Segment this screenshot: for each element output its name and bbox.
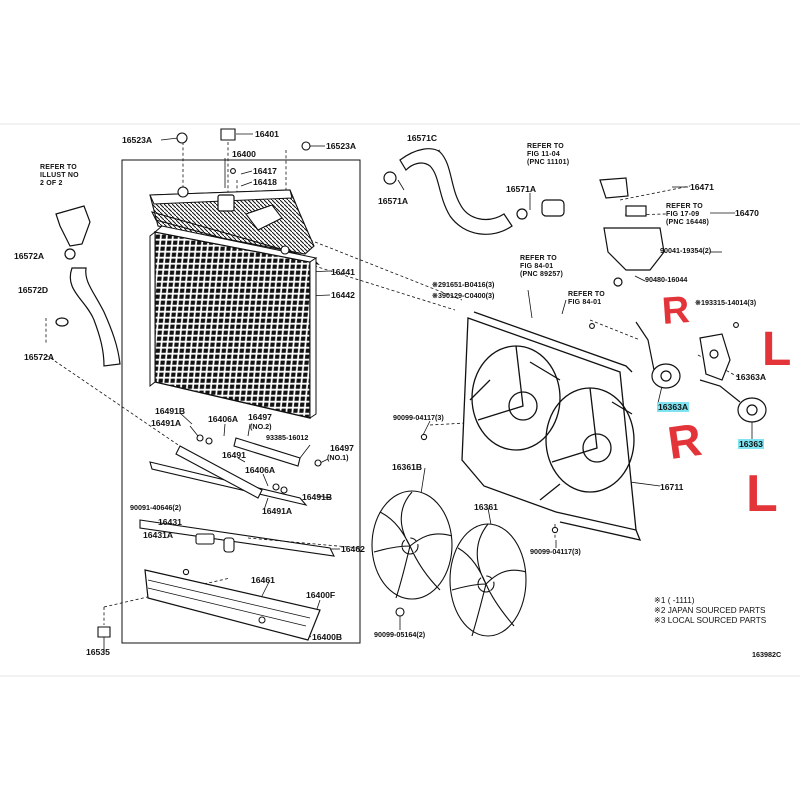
part-16418: 16418 xyxy=(253,177,277,187)
part-16497-top: 16497 xyxy=(248,412,272,422)
fan-blade-right xyxy=(449,523,527,637)
part-90480-16044: 90480-16044 xyxy=(645,275,688,284)
part-16571a-left: 16571A xyxy=(378,196,409,206)
part-16361b: 16361B xyxy=(392,462,423,472)
part-16363a-bracket: 16363A xyxy=(736,372,767,382)
frame-corner-left xyxy=(2,671,8,679)
part-16406a-bottom: 16406A xyxy=(245,465,276,475)
drain-cock xyxy=(182,533,235,576)
part-16491: 16491 xyxy=(222,450,246,460)
part-16363: 16363 xyxy=(738,439,764,449)
part-16491a-top: 16491A xyxy=(151,418,182,428)
refer-fig-84-01-note-a: REFER TO FIG 84-01 (PNC 89257) xyxy=(520,255,564,279)
part-16363a-highlight: 16363A xyxy=(657,402,690,412)
radiator-lower-tank xyxy=(144,569,321,641)
footnote-2: ※2 JAPAN SOURCED PARTS xyxy=(654,606,766,615)
part-16401: 16401 xyxy=(255,129,279,139)
part-16400b: 16400B xyxy=(312,632,343,642)
reservoir-tank xyxy=(599,177,665,287)
part-16417: 16417 xyxy=(253,166,277,176)
part-16497-bottom: 16497 xyxy=(330,443,354,453)
part-16431: 16431 xyxy=(158,517,182,527)
part-16711: 16711 xyxy=(660,482,684,492)
part-16431a: 16431A xyxy=(143,530,174,540)
fan-shroud xyxy=(461,311,642,541)
part-16523a-right: 16523A xyxy=(326,141,357,151)
part-16406a-top: 16406A xyxy=(208,414,239,424)
part-16441: 16441 xyxy=(331,267,355,277)
part-90041-19354: 90041-19354(2) xyxy=(660,246,712,255)
part-16491b-bottom: 16491B xyxy=(302,492,333,502)
marker-l-bottom: L xyxy=(746,465,778,523)
part-16572a-top: 16572A xyxy=(14,251,45,261)
part-16363a: 16363A xyxy=(657,402,690,412)
footnote-1: ※1 ( -1111) xyxy=(654,596,695,605)
part-16535: 16535 xyxy=(86,647,110,657)
radiator-upper-tank xyxy=(149,189,315,255)
lower-hose xyxy=(55,205,121,367)
fan-motors xyxy=(635,321,767,423)
part-16471: 16471 xyxy=(690,182,714,192)
part-16571c: 16571C xyxy=(407,133,438,143)
part-93385-16012: 93385-16012 xyxy=(266,433,309,442)
part-16400: 16400 xyxy=(232,149,256,159)
refer-fig-17-09-note: REFER TO FIG 17-09 (PNC 16448) xyxy=(666,203,710,227)
no1-marker: (NO.1) xyxy=(327,453,349,462)
part-90099-04117-top: 90099-04117(3) xyxy=(393,413,444,422)
diagram-code: 163982C xyxy=(752,650,782,659)
part-16462: 16462 xyxy=(341,544,365,554)
part-90091-40646: 90091-40646(2) xyxy=(130,503,182,512)
fasteners xyxy=(97,128,739,638)
part-16461: 16461 xyxy=(251,575,275,585)
part-390129-c0400: ※390129-C0400(3) xyxy=(432,291,495,300)
part-16491b-top: 16491B xyxy=(155,406,186,416)
marker-r-top: R xyxy=(660,289,691,333)
footnote-3: ※3 LOCAL SOURCED PARTS xyxy=(654,616,767,625)
part-16361: 16361 xyxy=(474,502,498,512)
frame-corner-right xyxy=(792,671,798,679)
fan-blade-left xyxy=(371,490,453,600)
part-16470: 16470 xyxy=(735,208,759,218)
part-16572a-bottom: 16572A xyxy=(24,352,55,362)
part-90099-04117-bottom: 90099-04117(3) xyxy=(530,547,581,556)
part-16523a-left: 16523A xyxy=(122,135,153,145)
assembly-box xyxy=(121,159,361,644)
upper-hose xyxy=(383,148,565,235)
refer-fig-11-04-note: REFER TO FIG 11-04 (PNC 11101) xyxy=(527,143,570,167)
part-16400f: 16400F xyxy=(306,590,336,600)
no2-marker: (NO.2) xyxy=(250,422,272,431)
part-90099-05164: 90099-05164(2) xyxy=(374,630,426,639)
refer-fig-84-01-note-b: REFER TO FIG 84-01 xyxy=(568,291,605,307)
refer-illust-note: REFER TO ILLUST NO 2 OF 2 xyxy=(40,164,79,188)
part-16572d: 16572D xyxy=(18,285,49,295)
marker-l-top: L xyxy=(762,323,792,376)
radiator-core xyxy=(149,225,318,419)
oil-cooler-tube xyxy=(175,434,322,499)
part-16363-highlight: 16363 xyxy=(738,439,764,449)
part-16442: 16442 xyxy=(331,290,355,300)
part-193315-14014: ※193315-14014(3) xyxy=(695,298,757,307)
part-16571a-right: 16571A xyxy=(506,184,537,194)
part-291651-b0416: ※291651-B0416(3) xyxy=(432,280,495,289)
part-16491a-bottom: 16491A xyxy=(262,506,293,516)
